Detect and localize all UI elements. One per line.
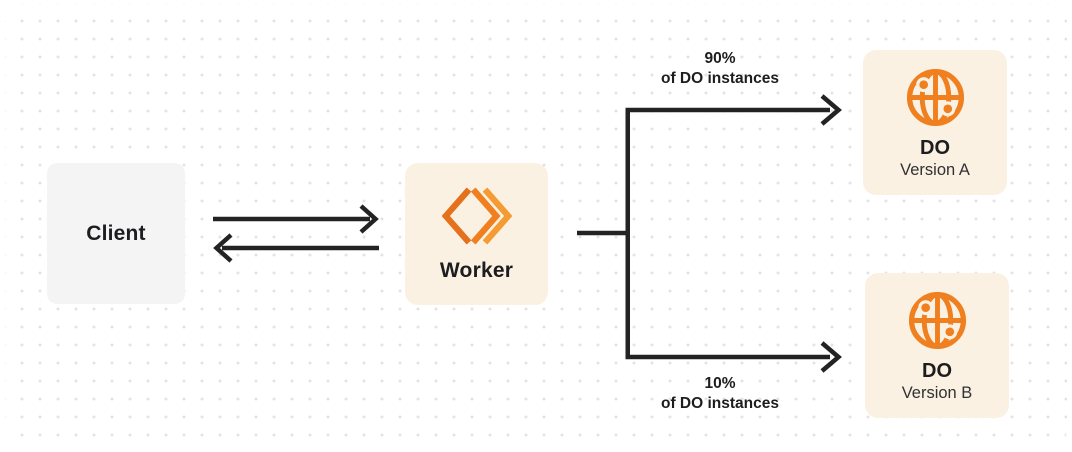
fork-bracket bbox=[625, 107, 830, 360]
do-a-subtitle: Version A bbox=[900, 161, 970, 179]
node-do-version-a: DO Version A bbox=[863, 50, 1007, 195]
worker-chevron-diamond-icon bbox=[441, 186, 512, 245]
do-b-subtitle: Version B bbox=[901, 384, 973, 402]
globe-icon bbox=[906, 68, 964, 127]
node-worker: Worker bbox=[405, 163, 548, 305]
node-do-version-b: DO Version B bbox=[865, 273, 1009, 418]
node-client: Client bbox=[47, 163, 185, 304]
arrow-client-to-worker bbox=[213, 204, 379, 234]
edge-percent-a: 90% bbox=[704, 50, 736, 67]
arrow-worker-to-client bbox=[213, 233, 379, 263]
worker-label: Worker bbox=[439, 258, 514, 282]
do-b-title: DO bbox=[922, 360, 952, 382]
do-a-title: DO bbox=[920, 137, 950, 159]
arrow-to-do-version-a bbox=[820, 94, 842, 126]
arrow-to-do-version-b bbox=[820, 341, 842, 373]
edge-caption-a: of DO instances bbox=[661, 70, 779, 87]
client-label: Client bbox=[86, 221, 146, 245]
edge-label-90-percent: 90% of DO instances bbox=[610, 49, 830, 89]
edge-percent-b: 10% bbox=[704, 375, 736, 392]
edge-label-10-percent: 10% of DO instances bbox=[610, 374, 830, 414]
globe-icon bbox=[908, 291, 966, 350]
edge-caption-b: of DO instances bbox=[661, 395, 779, 412]
